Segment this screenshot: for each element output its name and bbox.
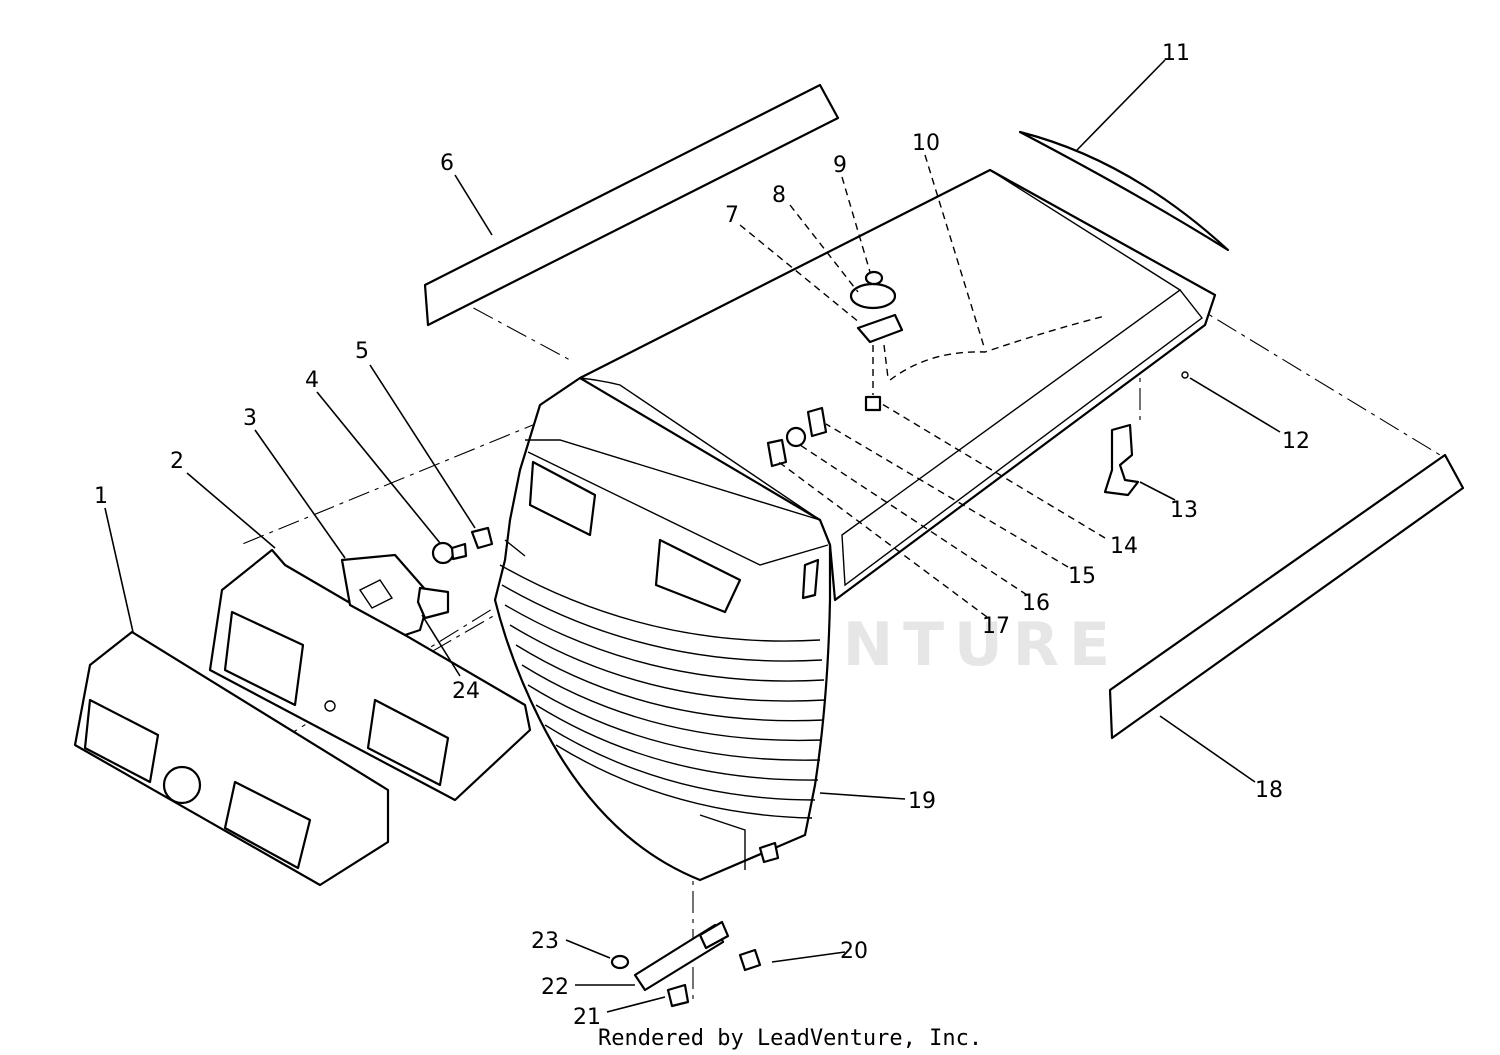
part-14-screw xyxy=(864,395,882,412)
callout-6: 6 xyxy=(440,151,454,176)
part-19-hood xyxy=(493,168,1217,882)
part-18-side-decal xyxy=(1108,453,1465,740)
callout-12: 12 xyxy=(1282,429,1310,454)
callout-14: 14 xyxy=(1110,534,1138,559)
part-23-washer xyxy=(610,954,630,970)
bottom-latch-parts xyxy=(610,920,762,1008)
callout-labels: 1 2 3 4 5 6 7 8 9 10 11 12 13 14 15 16 1… xyxy=(94,41,1310,1030)
callout-13: 13 xyxy=(1170,498,1198,523)
part-13-latch-bracket xyxy=(1103,423,1140,497)
callout-2: 2 xyxy=(170,449,184,474)
part-11-trim-strip xyxy=(1018,130,1230,252)
render-credit: Rendered by LeadVenture, Inc. xyxy=(598,1026,982,1051)
part-9-knob xyxy=(864,270,884,286)
part-4-bulb xyxy=(431,541,468,565)
callout-4: 4 xyxy=(305,368,319,393)
part-20-bolt xyxy=(738,948,762,972)
part-2-grille-insert xyxy=(208,548,532,802)
part-16-washer xyxy=(785,426,807,448)
part-24-bracket xyxy=(416,586,450,620)
callout-24: 24 xyxy=(452,679,480,704)
callout-15: 15 xyxy=(1068,564,1096,589)
small-hardware xyxy=(766,406,828,468)
part-5-socket xyxy=(470,526,494,550)
callout-10: 10 xyxy=(912,131,940,156)
callout-17: 17 xyxy=(982,614,1010,639)
hood-grille-ribs xyxy=(499,539,826,819)
part-17-clip xyxy=(766,438,788,468)
callout-22: 22 xyxy=(541,975,569,1000)
callout-1: 1 xyxy=(94,484,108,509)
callout-9: 9 xyxy=(833,153,847,178)
part-6-side-decal xyxy=(423,83,840,327)
callout-19: 19 xyxy=(908,789,936,814)
callout-11: 11 xyxy=(1162,41,1190,66)
callout-20: 20 xyxy=(840,939,868,964)
leader-lines xyxy=(104,59,1281,1013)
part-22-latch-plate xyxy=(633,923,725,992)
callout-23: 23 xyxy=(531,929,559,954)
callout-3: 3 xyxy=(243,406,257,431)
part-10-cable xyxy=(889,315,1106,381)
callout-7: 7 xyxy=(725,203,739,228)
part-21-bushing xyxy=(666,983,690,1008)
callout-21: 21 xyxy=(573,1005,601,1030)
hood-latch-stack xyxy=(849,270,904,412)
part-3-headlight xyxy=(340,553,432,637)
part-12-pin xyxy=(1181,371,1189,379)
part-15-clip xyxy=(806,406,828,438)
part-1-front-bumper xyxy=(73,630,390,887)
callout-5: 5 xyxy=(355,339,369,364)
callout-16: 16 xyxy=(1022,591,1050,616)
part-7-latch xyxy=(856,313,904,344)
part-8-washer xyxy=(849,282,897,310)
callout-18: 18 xyxy=(1255,778,1283,803)
callout-8: 8 xyxy=(772,183,786,208)
